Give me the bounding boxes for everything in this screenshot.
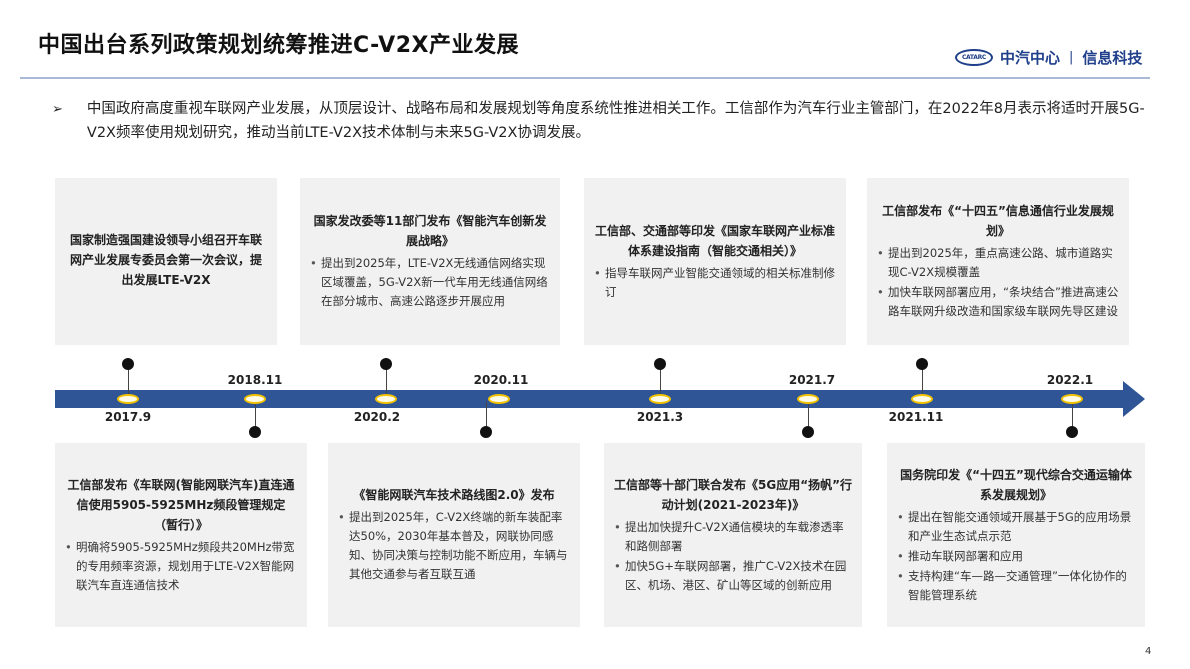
event-bullet: 加快车联网部署应用，“条块结合”推进高速公路车联网升级改造和国家级车联网先导区建… [877, 283, 1119, 321]
timeline-node-icon [649, 394, 671, 404]
event-card-2020-2: 国家发改委等11部门发布《智能汽车创新发展战略》 提出到2025年，LTE-V2… [300, 178, 560, 345]
timeline-node-icon [488, 394, 510, 404]
connector-dot-icon [380, 358, 392, 370]
header-divider [20, 77, 1150, 79]
date-label: 2017.9 [104, 410, 152, 424]
event-card-2021-3: 工信部、交通部等印发《国家车联网产业标准体系建设指南（智能交通相关）》 指导车联… [584, 178, 846, 345]
event-title: 工信部发布《车联网(智能网联汽车)直连通信使用5905-5925MHz频段管理规… [67, 477, 295, 532]
event-card-2018-11: 工信部发布《车联网(智能网联汽车)直连通信使用5905-5925MHz频段管理规… [55, 443, 307, 627]
timeline-node-icon [244, 394, 266, 404]
event-bullets: 指导车联网产业智能交通领域的相关标准制修订 [594, 264, 836, 303]
date-label: 2020.2 [353, 410, 401, 424]
event-bullets: 提出加快提升C-V2X通信模块的车载渗透率和路侧部署 加快5G+车联网部署，推广… [614, 518, 852, 596]
event-title: 《智能网联汽车技术路线图2.0》发布 [353, 488, 555, 502]
event-bullet: 提出到2025年，重点高速公路、城市道路实现C-V2X规模覆盖 [877, 244, 1119, 282]
connector-dot-icon [480, 426, 492, 438]
event-title: 工信部、交通部等印发《国家车联网产业标准体系建设指南（智能交通相关）》 [594, 223, 835, 258]
timeline-bar [55, 390, 1125, 408]
event-bullets: 提出到2025年，重点高速公路、城市道路实现C-V2X规模覆盖 加快车联网部署应… [877, 244, 1119, 322]
date-label: 2021.11 [888, 410, 944, 424]
logo-unit-name: 信息科技 [1082, 48, 1143, 67]
org-logo: CATARC 中汽中心 | 信息科技 [955, 46, 1142, 68]
connector-dot-icon [654, 358, 666, 370]
logo-org-name: 中汽中心 [1000, 48, 1061, 67]
timeline-node-icon [375, 394, 397, 404]
intro-text: 中国政府高度重视车联网产业发展，从顶层设计、战略布局和发展规划等角度系统性推进相… [86, 101, 1145, 141]
connector-dot-icon [249, 426, 261, 438]
event-bullet: 指导车联网产业智能交通领域的相关标准制修订 [594, 264, 836, 302]
connector-line [1071, 402, 1073, 432]
intro-paragraph: ➢ 中国政府高度重视车联网产业发展，从顶层设计、战略布局和发展规划等角度系统性推… [52, 97, 1152, 145]
timeline-node-icon [1061, 394, 1083, 404]
date-label: 2021.7 [788, 373, 836, 387]
date-label: 2018.11 [227, 373, 283, 387]
date-label: 2022.1 [1046, 373, 1094, 387]
event-bullet: 明确将5905-5925MHz频段共20MHz带宽的专用频率资源，规划用于LTE… [65, 538, 297, 595]
timeline-node-icon [911, 394, 933, 404]
logo-separator: | [1069, 49, 1074, 65]
catarc-logo-icon: CATARC [955, 48, 993, 66]
event-bullet: 提出加快提升C-V2X通信模块的车载渗透率和路侧部署 [614, 518, 852, 556]
event-card-2020-11: 《智能网联汽车技术路线图2.0》发布 提出到2025年，C-V2X终端的新车装配… [328, 443, 580, 627]
connector-dot-icon [122, 358, 134, 370]
event-bullets: 提出到2025年，LTE-V2X无线通信网络实现区域覆盖，5G-V2X新一代车用… [310, 254, 550, 312]
event-title: 国家制造强国建设领导小组召开车联网产业发展专委员会第一次会议，提出发展LTE-V… [69, 233, 262, 287]
date-label: 2020.11 [473, 373, 529, 387]
connector-line [485, 402, 487, 432]
connector-dot-icon [802, 426, 814, 438]
event-bullet: 提出到2025年，C-V2X终端的新车装配率达50%，2030年基本普及，网联协… [338, 508, 570, 584]
event-bullets: 提出在智能交通领域开展基于5G的应用场景和产业生态试点示范 推动车联网部署和应用… [897, 508, 1135, 606]
event-card-2022-1: 国务院印发《“十四五”现代综合交通运输体系发展规划》 提出在智能交通领域开展基于… [887, 443, 1145, 627]
timeline-node-icon [797, 394, 819, 404]
event-card-2021-11: 工信部发布《“十四五”信息通信行业发展规划》 提出到2025年，重点高速公路、城… [867, 178, 1129, 345]
event-title: 工信部等十部门联合发布《5G应用“扬帆”行动计划(2021-2023年)》 [614, 477, 852, 512]
event-bullet: 支持构建“车—路—交通管理”一体化协作的智能管理系统 [897, 567, 1135, 605]
connector-line [254, 402, 256, 432]
arrow-bullet-icon: ➢ [52, 102, 63, 117]
event-bullet: 提出在智能交通领域开展基于5G的应用场景和产业生态试点示范 [897, 508, 1135, 546]
event-title: 工信部发布《“十四五”信息通信行业发展规划》 [882, 204, 1114, 238]
event-bullet: 加快5G+车联网部署，推广C-V2X技术在园区、机场、港区、矿山等区域的创新应用 [614, 557, 852, 595]
page-number: 4 [1145, 646, 1152, 657]
page-title: 中国出台系列政策规划统筹推进C-V2X产业发展 [38, 33, 519, 58]
connector-line [921, 364, 923, 394]
event-bullets: 明确将5905-5925MHz频段共20MHz带宽的专用频率资源，规划用于LTE… [65, 538, 297, 596]
connector-line [127, 364, 129, 394]
connector-dot-icon [1066, 426, 1078, 438]
event-bullets: 提出到2025年，C-V2X终端的新车装配率达50%，2030年基本普及，网联协… [338, 508, 570, 585]
event-bullet: 推动车联网部署和应用 [897, 547, 1135, 566]
event-title: 国务院印发《“十四五”现代综合交通运输体系发展规划》 [900, 467, 1132, 502]
connector-line [807, 402, 809, 432]
date-label: 2021.3 [636, 410, 684, 424]
timeline-node-icon [117, 394, 139, 404]
timeline-arrowhead-icon [1123, 381, 1145, 417]
connector-line [385, 364, 387, 394]
connector-line [659, 364, 661, 394]
event-bullet: 提出到2025年，LTE-V2X无线通信网络实现区域覆盖，5G-V2X新一代车用… [310, 254, 550, 311]
event-card-2021-7: 工信部等十部门联合发布《5G应用“扬帆”行动计划(2021-2023年)》 提出… [604, 443, 862, 627]
connector-dot-icon [916, 358, 928, 370]
event-card-2017-9: 国家制造强国建设领导小组召开车联网产业发展专委员会第一次会议，提出发展LTE-V… [55, 178, 277, 345]
event-title: 国家发改委等11部门发布《智能汽车创新发展战略》 [313, 214, 547, 248]
